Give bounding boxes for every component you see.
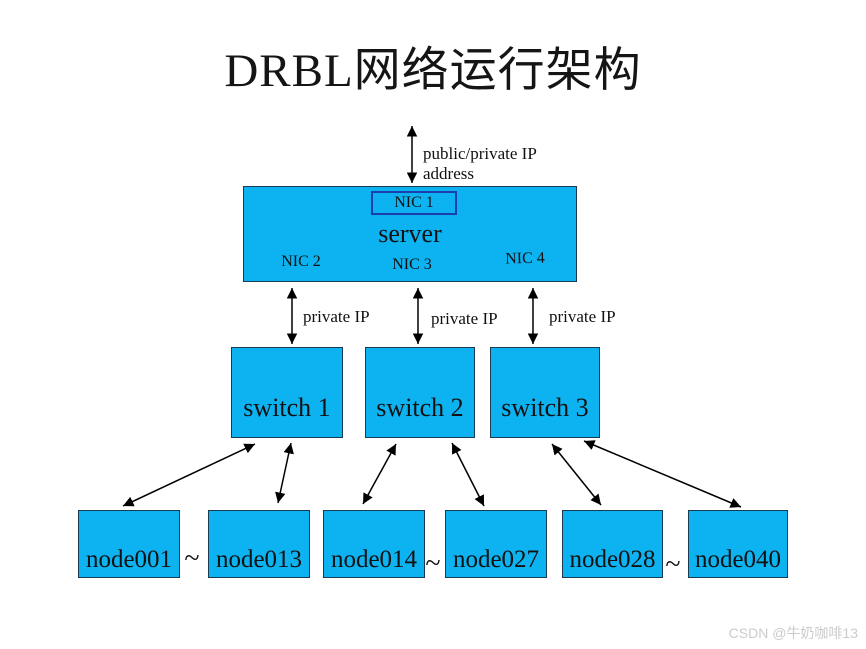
switch3-label: switch 3 [501,393,589,422]
node013-box: node013 [208,510,310,578]
node028-box: node028 [562,510,663,578]
node028-label: node028 [569,546,656,573]
csdn-watermark: CSDN @牛奶咖啡13 [728,625,858,641]
arrow-switch1-node013 [275,442,294,504]
node013-label: node013 [215,546,303,573]
nic4-label: NIC 4 [504,249,545,268]
public-ip-line2: address [423,164,474,183]
node040-box: node040 [688,510,788,578]
node040-label: node040 [694,546,782,573]
nic3-label: NIC 3 [392,256,432,273]
nic2-label: NIC 2 [281,253,321,270]
node014-box: node014 [323,510,425,578]
node001-box: node001 [78,510,180,578]
diagram-title: DRBL网络运行架构 [224,45,642,97]
switch1-box: switch 1 [231,347,343,438]
range-tilde-2: ~ [425,548,441,579]
switch2-box: switch 2 [365,347,475,438]
public-ip-label: public/private IP address [423,144,537,184]
arrow-switch3-node028 [551,443,602,506]
server-box [243,186,577,282]
nic1-label: NIC 1 [394,194,434,211]
arrow-switch1-node001 [122,443,256,507]
node027-box: node027 [445,510,547,578]
range-tilde-1: ~ [184,543,200,574]
node027-label: node027 [452,546,540,573]
public-ip-line1: public/private IP [423,144,537,163]
switch2-label: switch 2 [376,393,464,422]
nic1-box: NIC 1 [371,191,457,215]
arrow-switch2-node027 [451,442,485,507]
switch1-label: switch 1 [243,393,331,422]
node014-label: node014 [330,546,418,573]
node001-label: node001 [85,546,173,573]
arrow-switch2-node014 [362,443,397,505]
private-ip-label-3: private IP [549,307,616,326]
range-tilde-3: ~ [665,549,681,580]
switch3-box: switch 3 [490,347,600,438]
private-ip-label-2: private IP [431,309,498,328]
arrow-switch3-node040 [583,440,742,508]
private-ip-label-1: private IP [303,307,370,326]
server-label: server [378,219,442,248]
